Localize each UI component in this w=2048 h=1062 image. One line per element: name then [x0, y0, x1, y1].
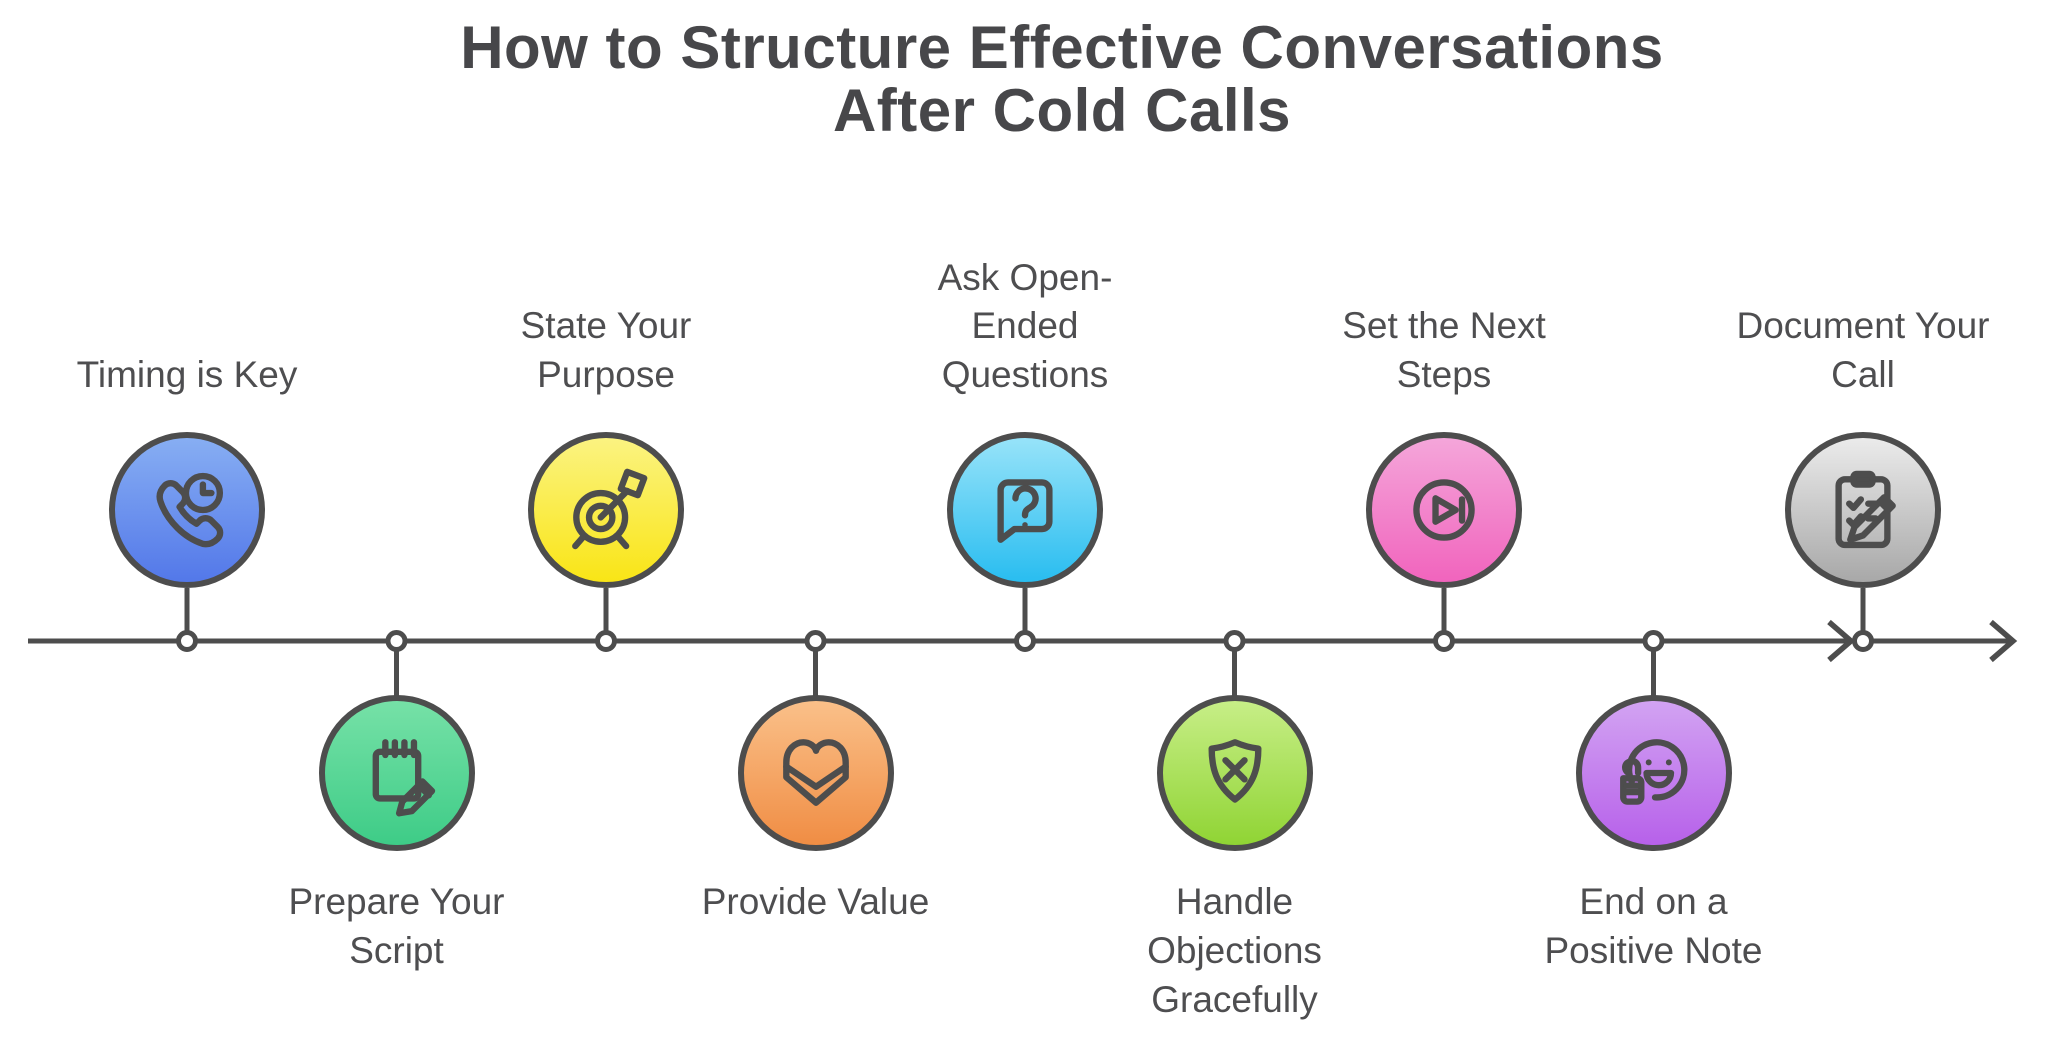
step-label-document-your-call: Document Your Call — [1736, 305, 1990, 396]
step-circle-skip-next — [1366, 432, 1522, 588]
timeline-node — [1014, 630, 1036, 652]
step-circle-notepad-pencil — [318, 695, 475, 851]
step-label-timing-is-key: Timing is Key — [76, 354, 298, 396]
page-title: How to Structure Effective Conversations… — [76, 16, 2048, 142]
clipboard-checklist-pencil-icon — [1835, 470, 1896, 549]
step-label-handle-objections-gracefully: Handle Objections Gracefully — [1147, 881, 1322, 1020]
page-title-line2: After Cold Calls — [832, 77, 1292, 144]
step-circle-clipboard-checklist-pencil — [1785, 432, 1941, 588]
target-arrow-icon — [572, 468, 648, 550]
step-circle-phone-clock — [109, 432, 265, 588]
phone-clock-icon — [156, 472, 224, 548]
step-label-set-the-next-steps: Set the Next Steps — [1342, 305, 1546, 396]
timeline-arrowhead-end — [1989, 619, 2018, 663]
timeline-node — [1223, 630, 1246, 652]
timeline-node — [1642, 630, 1665, 652]
step-circle-question-bubble — [947, 432, 1103, 588]
step-label-provide-value: Provide Value — [701, 881, 930, 922]
smiley-thumbs-up-icon — [1619, 739, 1687, 805]
timeline-node — [1852, 630, 1874, 652]
page-title-line1: How to Structure Effective Conversations — [460, 14, 1664, 81]
timeline-node — [1433, 630, 1455, 652]
step-circle-heart-gift-box — [737, 695, 894, 851]
step-circle-target-arrow — [528, 432, 684, 588]
timeline-arrowhead-before-last-node — [1827, 619, 1856, 663]
step-circle-shield-x — [1156, 695, 1313, 851]
step-circle-smiley-thumbs-up — [1575, 695, 1732, 851]
step-label-end-on-a-positive-note: End on a Positive Note — [1544, 881, 1763, 971]
step-label-state-your-purpose: State Your Purpose — [520, 305, 692, 396]
heart-gift-box-icon — [782, 739, 849, 806]
shield-x-icon — [1208, 739, 1261, 803]
skip-next-icon — [1413, 479, 1475, 541]
step-label-prepare-your-script: Prepare Your Script — [288, 881, 505, 971]
timeline-node — [176, 630, 198, 652]
notepad-pencil-icon — [372, 739, 435, 817]
timeline-node — [804, 630, 827, 652]
step-label-ask-open-ended-questions: Ask Open- Ended Questions — [937, 256, 1113, 396]
question-bubble-icon — [997, 479, 1053, 543]
timeline-node — [385, 630, 408, 652]
timeline-node — [595, 630, 617, 652]
